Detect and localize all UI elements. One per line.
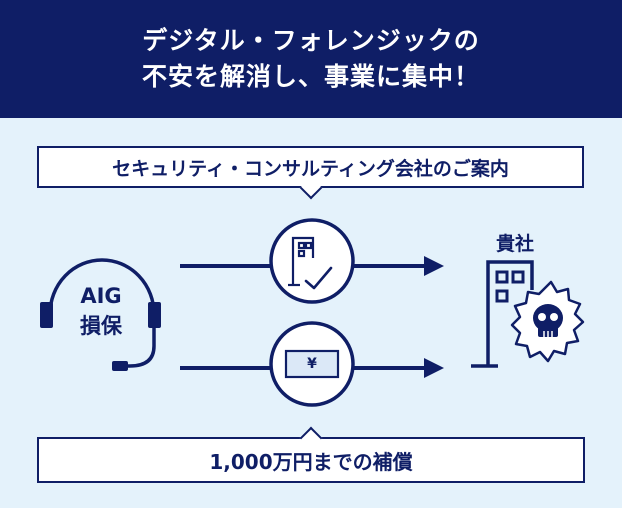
provider-line-2: 損保 xyxy=(80,314,122,338)
skull-icon xyxy=(533,304,563,337)
consulting-circle xyxy=(269,218,355,304)
headline-line-2: 不安を解消し、事業に集中！ xyxy=(141,62,480,91)
headset-icon xyxy=(48,258,156,368)
client-building-icon xyxy=(471,260,534,368)
provider-label: AIG 損保 xyxy=(62,281,140,341)
client-label: 貴社 xyxy=(495,233,534,255)
compensation-callout: 1,000万円までの補償 xyxy=(37,437,585,483)
compensation-callout-text: 1,000万円までの補償 xyxy=(209,449,413,474)
building-check-icon xyxy=(288,236,333,290)
header-banner: デジタル・フォレンジックの 不安を解消し、事業に集中！ xyxy=(0,0,622,118)
yen-symbol: ¥ xyxy=(307,356,317,372)
headset-mic xyxy=(112,361,128,371)
headset-left-earpiece xyxy=(40,302,53,328)
banknote-icon xyxy=(284,349,340,379)
headset-right-earpiece xyxy=(148,302,161,328)
headline-line-1: デジタル・フォレンジックの xyxy=(142,26,480,55)
provider-line-1: AIG xyxy=(80,284,122,308)
consulting-callout-text: セキュリティ・コンサルティング会社のご案内 xyxy=(112,157,509,180)
